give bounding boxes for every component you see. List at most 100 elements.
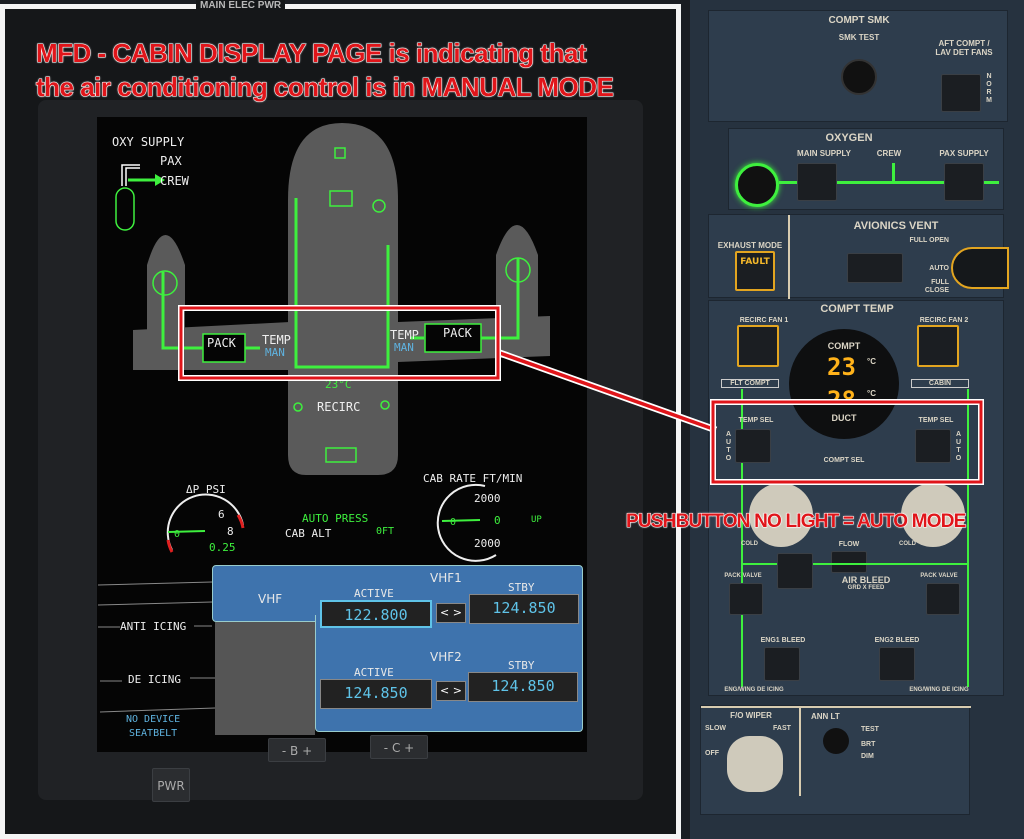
compt-smk-title: COMPT SMK: [828, 15, 890, 26]
wiper-annlt-section: F/O WIPER SLOW FAST OFF ANN LT TEST BRT …: [700, 705, 971, 815]
grd-x-feed-button[interactable]: [777, 553, 813, 589]
duct-temp-value: 28: [827, 386, 856, 401]
temp-sel-right-label: TEMP SEL: [918, 417, 954, 424]
cockpit-icon: [334, 147, 346, 159]
fo-wiper-knob[interactable]: [727, 736, 783, 792]
crew-label: CREW: [876, 149, 902, 158]
contrast-c-rocker[interactable]: - C +: [370, 735, 428, 759]
dp-tick-8: 8: [227, 525, 234, 538]
pack-highlight-box: [179, 306, 500, 380]
pax-supply-button[interactable]: [944, 163, 984, 201]
flow-label: FLOW: [838, 541, 860, 548]
vhf1-active-label: ACTIVE: [354, 587, 394, 600]
auto-left-label: AUTO: [725, 431, 732, 462]
left-engine-icon: [152, 270, 178, 296]
vhf2-label: VHF2: [430, 650, 462, 664]
temp-sel-left-button[interactable]: [735, 429, 771, 463]
flt-temp-knob[interactable]: [749, 483, 813, 547]
cab-rate-tick-bottom: 2000: [474, 537, 501, 550]
cabin-temp-knob[interactable]: [901, 483, 965, 547]
cabin-label: CABIN: [911, 379, 969, 388]
recirc-fan1-button[interactable]: [737, 325, 779, 367]
pack-valve-left-button[interactable]: [729, 583, 763, 615]
left-pack-label: PACK: [207, 336, 237, 350]
seatbelt-label: SEATBELT: [129, 728, 177, 739]
grey-panel: [215, 622, 315, 735]
cab-rate-tick-zero: 0: [450, 517, 456, 528]
left-pack-box: [202, 333, 246, 363]
annotation-line1: MFD - CABIN DISPLAY PAGE is indicating t…: [35, 38, 587, 69]
vhf2-swap-button[interactable]: < >: [436, 681, 466, 701]
compt-unit: °C: [867, 357, 876, 366]
vhf2-stby-label: STBY: [508, 659, 535, 672]
pack-valve-right-button[interactable]: [926, 583, 960, 615]
temp-sel-left-label: TEMP SEL: [738, 417, 774, 424]
oxygen-flow-line: [779, 181, 999, 184]
compt-sel-label: COMPT SEL: [823, 457, 865, 464]
cab-rate-value: 0: [494, 514, 501, 527]
crew-flow-arrow-icon: [892, 163, 895, 183]
aft-compt-det-fans-button[interactable]: [941, 74, 981, 112]
overhead-panel: COMPT SMK SMK TEST AFT COMPT / LAV DET F…: [690, 0, 1024, 839]
left-engine-shape: [147, 235, 185, 330]
auto-press-label: AUTO PRESS: [302, 512, 368, 525]
main-supply-label: MAIN SUPPLY: [797, 149, 851, 158]
oxy-crew-label: CREW: [160, 174, 190, 188]
temp-display: [789, 329, 899, 439]
temp-sel-right-button[interactable]: [915, 429, 951, 463]
dp-tick-6: 6: [218, 508, 225, 521]
cab-alt-value: 0FT: [376, 526, 394, 537]
smk-test-button[interactable]: [841, 59, 877, 95]
divider: [788, 215, 790, 299]
vhf1-stby-freq[interactable]: 124.850: [469, 594, 579, 624]
eng2-bleed-label: ENG2 BLEED: [874, 637, 920, 644]
dp-tick-0: 0: [174, 529, 180, 540]
off-label: OFF: [705, 750, 719, 757]
pwr-button[interactable]: PWR: [152, 768, 190, 802]
brightness-b-rocker[interactable]: - B +: [268, 738, 326, 762]
fo-wiper-title: F/O WIPER: [730, 711, 772, 720]
avionics-vent-selector[interactable]: [951, 247, 1009, 289]
eng1-bleed-label: ENG1 BLEED: [760, 637, 806, 644]
vhf2-stby-freq[interactable]: 124.850: [468, 672, 578, 702]
vhf1-swap-button[interactable]: < >: [436, 603, 466, 623]
cold-right-label: COLD: [899, 541, 916, 547]
dp-gauge-arc: [166, 493, 244, 551]
recirc-fan2-button[interactable]: [917, 325, 959, 367]
recirc-label: RECIRC: [317, 400, 360, 414]
compt-temp-value: 23: [827, 353, 856, 381]
flow-button[interactable]: [831, 551, 867, 573]
slow-label: SLOW: [705, 725, 726, 732]
exhaust-mode-button[interactable]: FAULT: [735, 251, 775, 291]
ann-lt-switch[interactable]: [823, 728, 849, 754]
dim-label: DIM: [861, 753, 874, 760]
cab-rate-tick-top: 2000: [474, 492, 501, 505]
de-icing-label[interactable]: DE ICING: [128, 673, 181, 686]
eng-wing-de-icing-right-label: ENG/WING DE ICING: [909, 687, 969, 693]
lav-icon: [372, 199, 386, 213]
vhf1-active-freq[interactable]: 122.800: [320, 600, 432, 628]
right-pack-box: [424, 323, 482, 353]
eng1-bleed-button[interactable]: [764, 647, 800, 681]
vhf2-active-label: ACTIVE: [354, 666, 394, 679]
compt-temp-section: COMPT TEMP RECIRC FAN 1 RECIRC FAN 2 COM…: [708, 300, 1004, 696]
auto-label: AUTO: [929, 265, 949, 272]
divider: [701, 706, 971, 708]
pack-valve-right-label: PACK VALVE: [920, 573, 958, 579]
dp-title: ΔP PSI: [186, 483, 226, 496]
vhf2-active-freq[interactable]: 124.850: [320, 679, 432, 709]
fuselage-shape: [288, 123, 398, 475]
green-line: [967, 389, 969, 687]
avionics-fault-light: [847, 253, 903, 283]
full-close-label: FULL CLOSE: [924, 279, 949, 294]
recirc-fan1-label: RECIRC FAN 1: [739, 317, 789, 324]
vhf1-stby-label: STBY: [508, 581, 535, 594]
eng2-bleed-button[interactable]: [879, 647, 915, 681]
grd-x-feed-label: GRD X FEED: [847, 585, 885, 591]
main-supply-button[interactable]: [797, 163, 837, 201]
cab-rate-needle: [441, 519, 481, 522]
divider: [799, 706, 801, 796]
anti-icing-label[interactable]: ANTI ICING: [120, 620, 186, 633]
callout-line: [496, 350, 717, 432]
cab-rate-gauge-arc: [436, 483, 497, 562]
